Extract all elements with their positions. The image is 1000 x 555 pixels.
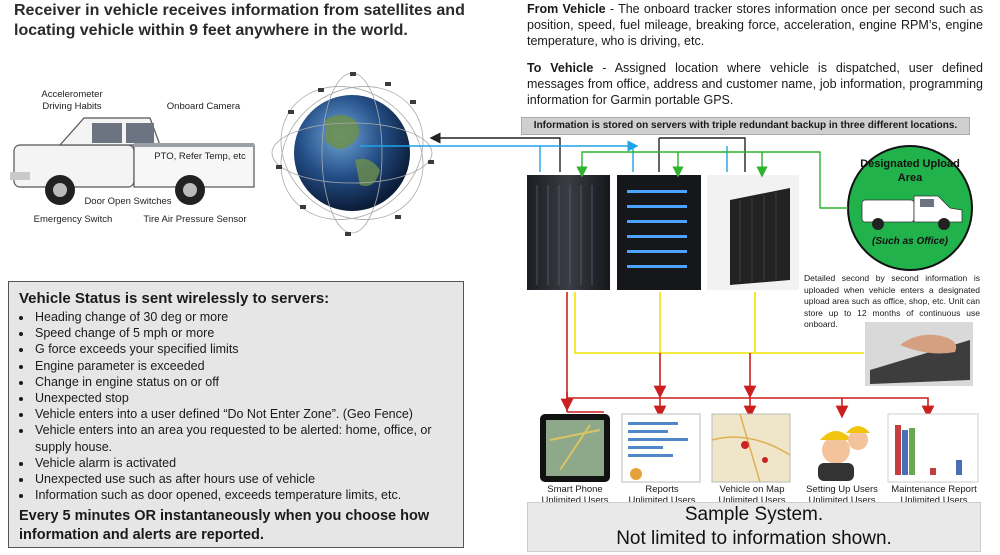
server-rack-3 (707, 175, 799, 290)
vehicle-status-footer: Every 5 minutes OR instantaneously when … (19, 508, 430, 544)
globe-illustration (271, 72, 434, 236)
status-item: Unexpected stop (33, 390, 453, 406)
headline: Receiver in vehicle receives information… (14, 2, 465, 39)
output-reports: Reports Unlimited Users (617, 484, 707, 506)
upload-area-subtitle: (Such as Office) (872, 236, 948, 247)
upload-area-title-line2: Area (897, 172, 923, 184)
to-vehicle-paragraph: To Vehicle - Assigned location where veh… (527, 60, 983, 108)
users-thumb (818, 426, 870, 481)
accelerometer-label: Accelerometer (41, 89, 103, 100)
status-item: Vehicle enters into a user defined “Do N… (33, 406, 453, 422)
keyboard-illustration (865, 322, 973, 386)
status-item: Engine parameter is exceeded (33, 358, 453, 374)
server-rack-2 (617, 175, 701, 290)
storage-banner: Information is stored on servers with tr… (521, 117, 970, 135)
upload-truck (861, 195, 963, 230)
status-item: Vehicle alarm is activated (33, 455, 453, 471)
output-sub: Unlimited Users (718, 495, 786, 506)
sample-system-box: Sample System. Not limited to informatio… (527, 502, 981, 552)
output-title: Maintenance Report (891, 484, 977, 495)
emergency-switch-label: Emergency Switch (33, 214, 113, 225)
output-maintenance: Maintenance Report Unlimited Users (886, 484, 982, 506)
door-switch-label: Door Open Switches (84, 196, 172, 207)
output-smartphone: Smart Phone Unlimited Users (530, 484, 620, 506)
status-item: G force exceeds your specified limits (33, 341, 453, 357)
status-item: Vehicle enters into an area you requeste… (33, 422, 453, 454)
driving-habits-label: Driving Habits (42, 101, 102, 112)
onboard-camera-label: Onboard Camera (166, 101, 241, 112)
output-title: Setting Up Users (806, 484, 878, 495)
from-vehicle-text: - The onboard tracker stores information… (527, 2, 984, 48)
status-item: Change in engine status on or off (33, 374, 453, 390)
output-users: Setting Up Users Unlimited Users (797, 484, 887, 506)
output-sub: Unlimited Users (900, 495, 968, 506)
output-sub: Unlimited Users (808, 495, 876, 506)
upload-area-title: Designated Upload Area (858, 157, 962, 185)
output-title: Smart Phone (547, 484, 603, 495)
tire-pressure-label: Tire Air Pressure Sensor (143, 214, 247, 225)
vehicle-status-title: Vehicle Status is sent wirelessly to ser… (19, 290, 330, 307)
to-vehicle-text: - Assigned location where vehicle is dis… (527, 61, 984, 107)
pto-label: PTO, Refer Temp, etc (154, 151, 246, 162)
upload-area-title-line1: Designated Upload (860, 158, 960, 170)
sample-line2: Not limited to information shown. (616, 528, 892, 549)
output-title: Vehicle on Map (719, 484, 785, 495)
vehicle-status-list: Heading change of 30 deg or more Speed c… (19, 309, 453, 503)
maintenance-chart-thumb (887, 413, 979, 483)
output-sub: Unlimited Users (541, 495, 609, 506)
from-vehicle-paragraph: From Vehicle - The onboard tracker store… (527, 1, 983, 49)
sample-line1: Sample System. (684, 504, 824, 525)
to-vehicle-label: To Vehicle (527, 61, 594, 75)
status-item: Heading change of 30 deg or more (33, 309, 453, 325)
status-item: Unexpected use such as after hours use o… (33, 471, 453, 487)
output-title: Reports (645, 484, 679, 495)
output-map: Vehicle on Map Unlimited Users (707, 484, 797, 506)
from-vehicle-label: From Vehicle (527, 2, 606, 16)
status-item: Speed change of 5 mph or more (33, 325, 453, 341)
map-thumb (711, 413, 791, 483)
truck-illustration (10, 117, 255, 205)
smartphone-thumb (540, 414, 610, 482)
vehicle-status-box: Vehicle Status is sent wirelessly to ser… (8, 281, 464, 548)
upload-area-description: Detailed second by second information is… (804, 273, 980, 329)
status-item: Information such as door opened, exceeds… (33, 487, 453, 503)
output-sub: Unlimited Users (628, 495, 696, 506)
server-rack-1 (527, 175, 610, 290)
reports-thumb (621, 413, 701, 483)
